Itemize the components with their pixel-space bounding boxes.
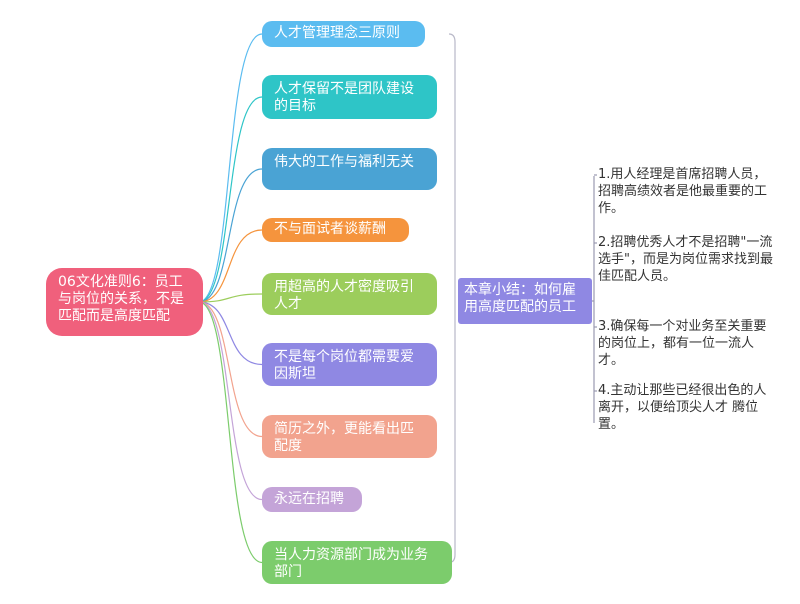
root-topic-label: 06文化准则6：员工与岗位的关系，不是匹配而是高度匹配 <box>58 274 184 324</box>
branch-beyond-resume[interactable]: 简历之外，更能看出匹配度 <box>262 415 437 458</box>
note-text: 1.用人经理是首席招聘人员，招聘高绩效者是他最重要的工作。 <box>598 167 768 216</box>
connector-branch-9 <box>198 301 263 564</box>
branch-label: 人才管理理念三原则 <box>274 25 400 41</box>
connector-branch-2 <box>198 96 263 303</box>
branch-label: 当人力资源部门成为业务部门 <box>274 547 428 580</box>
branch-retention-not-goal[interactable]: 人才保留不是团队建设的目标 <box>262 75 437 119</box>
note-text: 2.招聘优秀人才不是招聘"一流选手"，而是为岗位需求找到最佳匹配人员。 <box>598 235 773 284</box>
summary-bracket <box>448 33 456 564</box>
branch-talent-philosophy[interactable]: 人才管理理念三原则 <box>262 21 425 47</box>
branch-label: 伟大的工作与福利无关 <box>274 154 414 170</box>
connector-branch-6 <box>198 301 263 366</box>
summary-topic-label: 本章小结：如何雇用高度匹配的员工 <box>464 282 576 315</box>
branch-no-salary-talk[interactable]: 不与面试者谈薪酬 <box>262 218 409 242</box>
branch-label: 用超高的人才密度吸引人才 <box>274 279 414 312</box>
connector-branch-7 <box>198 301 263 438</box>
branch-great-work-not-benefits[interactable]: 伟大的工作与福利无关 <box>262 148 437 190</box>
branch-label: 简历之外，更能看出匹配度 <box>274 421 414 454</box>
connector-branch-1 <box>198 33 263 303</box>
branch-label: 不是每个岗位都需要爱因斯坦 <box>274 349 414 382</box>
branch-talent-density[interactable]: 用超高的人才密度吸引人才 <box>262 273 437 315</box>
root-topic[interactable]: 06文化准则6：员工与岗位的关系，不是匹配而是高度匹配 <box>46 268 203 336</box>
connector-branch-3 <box>198 168 263 303</box>
note-item-3: 3.确保每一个对业务至关重要的岗位上，都有一位一流人才。 <box>598 318 776 369</box>
connector-branch-8 <box>198 301 263 501</box>
note-item-1: 1.用人经理是首席招聘人员，招聘高绩效者是他最重要的工作。 <box>598 166 776 217</box>
note-item-2: 2.招聘优秀人才不是招聘"一流选手"，而是为岗位需求找到最佳匹配人员。 <box>598 234 776 285</box>
connector-branch-5 <box>198 293 263 303</box>
branch-hr-as-business[interactable]: 当人力资源部门成为业务部门 <box>262 541 452 584</box>
branch-always-hiring[interactable]: 永远在招聘 <box>262 487 362 512</box>
note-item-4: 4.主动让那些已经很出色的人离开，以便给顶尖人才 腾位置。 <box>598 382 776 433</box>
note-text: 4.主动让那些已经很出色的人离开，以便给顶尖人才 腾位置。 <box>598 383 767 432</box>
summary-topic[interactable]: 本章小结：如何雇用高度匹配的员工 <box>458 278 592 324</box>
branch-label: 永远在招聘 <box>274 491 344 507</box>
branch-label: 不与面试者谈薪酬 <box>274 221 386 237</box>
connector-branch-4 <box>198 229 263 303</box>
branch-label: 人才保留不是团队建设的目标 <box>274 81 414 114</box>
note-text: 3.确保每一个对业务至关重要的岗位上，都有一位一流人才。 <box>598 319 767 368</box>
branch-not-every-role-einstein[interactable]: 不是每个岗位都需要爱因斯坦 <box>262 343 437 386</box>
